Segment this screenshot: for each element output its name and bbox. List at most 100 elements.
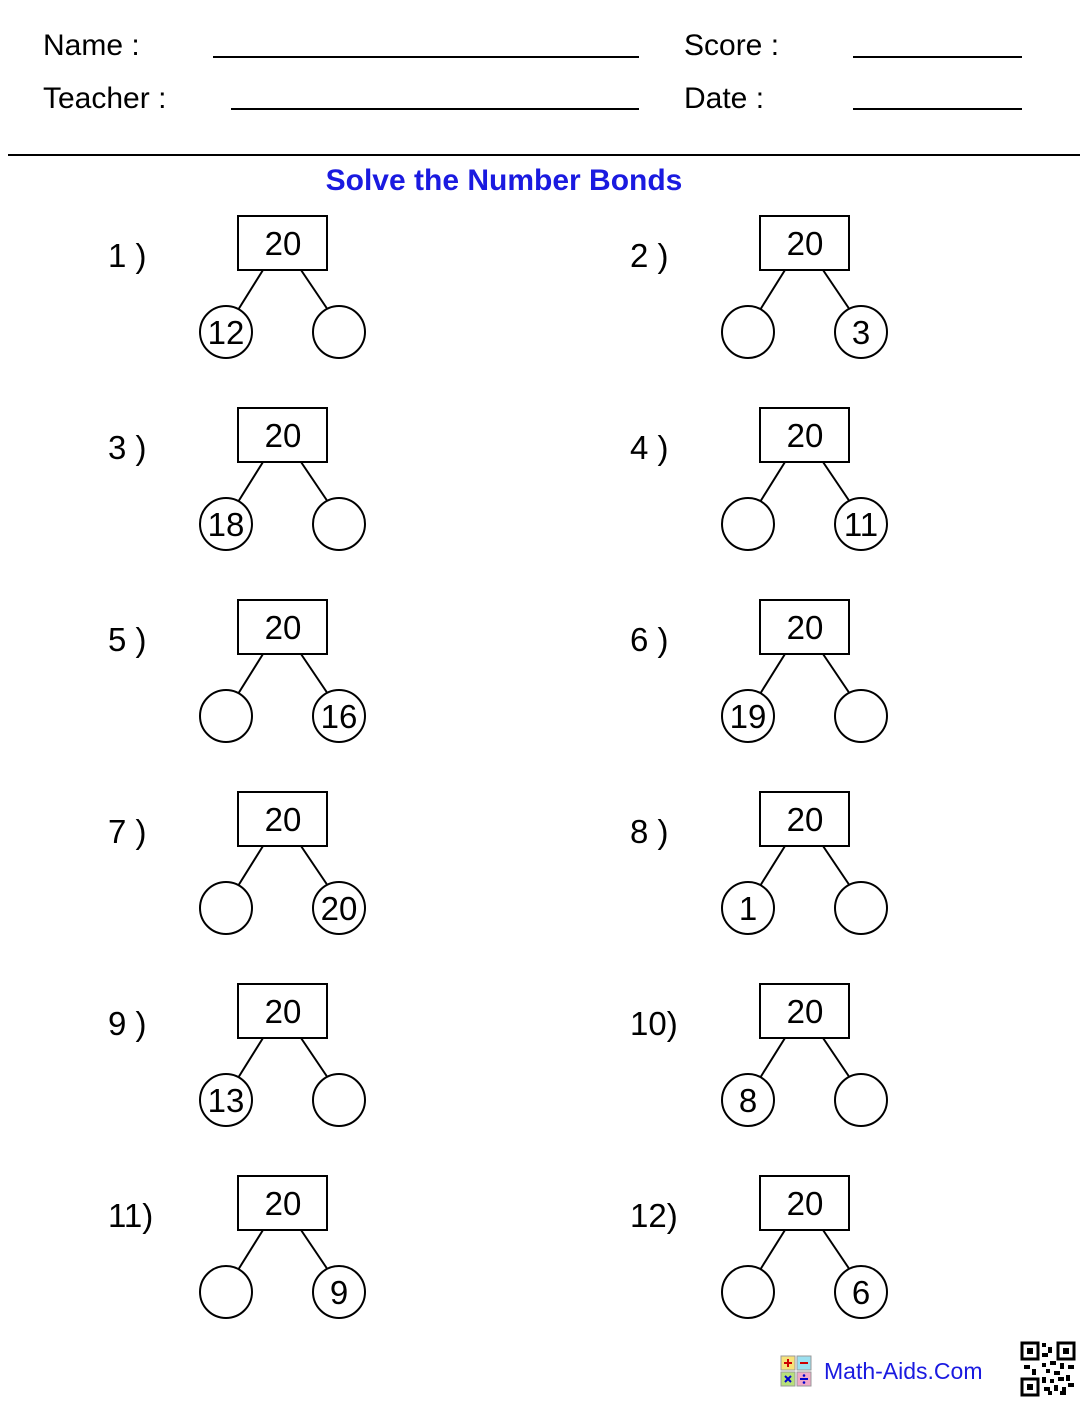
bond-connector-line	[822, 1229, 851, 1271]
answer-circle-right[interactable]	[834, 881, 888, 935]
whole-value: 20	[265, 1185, 302, 1222]
bond-connector-line	[822, 269, 851, 311]
number-bond-problem: 8 ) 20 1	[630, 790, 990, 970]
part-value-left: 13	[208, 1082, 245, 1119]
name-blank[interactable]	[213, 56, 639, 58]
answer-circle-left[interactable]	[199, 689, 253, 743]
bond-connector-line	[759, 845, 786, 887]
problem-number: 12)	[630, 1197, 678, 1234]
part-value-right: 11	[844, 506, 878, 543]
part-circle-right	[834, 497, 888, 551]
part-value-right: 9	[330, 1274, 348, 1311]
bond-connector-line	[759, 269, 786, 311]
bond-connector-line	[300, 1229, 329, 1271]
part-value-left: 19	[730, 698, 767, 735]
bond-connector-line	[300, 461, 329, 503]
problem-number: 5 )	[108, 621, 147, 658]
answer-circle-right[interactable]	[312, 305, 366, 359]
bond-connector-line	[759, 653, 786, 695]
teacher-blank[interactable]	[231, 108, 639, 110]
whole-value: 20	[787, 609, 824, 646]
whole-value: 20	[787, 801, 824, 838]
whole-box	[237, 1175, 328, 1231]
answer-circle-right[interactable]	[834, 689, 888, 743]
part-value-left: 8	[739, 1082, 757, 1119]
whole-value: 20	[265, 417, 302, 454]
number-bond-diagram: 206	[721, 1175, 888, 1319]
whole-value: 20	[787, 1185, 824, 1222]
bond-connector-line	[759, 1229, 786, 1271]
number-bond-diagram: 208	[721, 983, 888, 1127]
whole-box	[237, 983, 328, 1039]
problem-number: 8 )	[630, 813, 669, 850]
score-blank[interactable]	[853, 56, 1022, 58]
answer-circle-left[interactable]	[199, 881, 253, 935]
whole-box	[237, 791, 328, 847]
answer-circle-left[interactable]	[721, 1265, 775, 1319]
problem-number: 3 )	[108, 429, 147, 466]
bond-connector-line	[237, 1229, 264, 1271]
bond-connector-line	[300, 269, 329, 311]
problem-number: 4 )	[630, 429, 669, 466]
problem-number: 10)	[630, 1005, 678, 1042]
part-value-right: 3	[852, 314, 870, 351]
number-bond-diagram: 20 1	[721, 791, 888, 935]
part-value-left: 12	[208, 314, 245, 351]
answer-circle-left[interactable]	[721, 305, 775, 359]
name-label: Name :	[43, 29, 140, 62]
whole-box	[759, 983, 850, 1039]
footer-brand[interactable]: Math-Aids.Com	[780, 1354, 982, 1388]
answer-circle-left[interactable]	[199, 1265, 253, 1319]
whole-box	[759, 407, 850, 463]
whole-box	[759, 599, 850, 655]
part-circle-left	[721, 881, 775, 935]
number-bond-problem: 11) 20 9	[108, 1174, 468, 1354]
answer-circle-right[interactable]	[312, 1073, 366, 1127]
bond-connector-line	[300, 1037, 329, 1079]
part-circle-left	[199, 305, 253, 359]
part-value-right: 16	[321, 698, 358, 735]
bond-connector-line	[300, 845, 329, 887]
problem-number: 11)	[108, 1197, 154, 1234]
number-bond-problem: 5 ) 20 16	[108, 598, 468, 778]
brand-text: Math-Aids.Com	[824, 1357, 983, 1384]
whole-box	[237, 407, 328, 463]
bond-connector-line	[300, 653, 329, 695]
qr-code-icon	[1020, 1341, 1076, 1397]
part-value-left: 1	[739, 890, 757, 927]
number-bond-problem: 6 ) 20 19	[630, 598, 990, 778]
number-bond-problem: 9 ) 20 13	[108, 982, 468, 1162]
whole-box	[759, 215, 850, 271]
whole-box	[237, 215, 328, 271]
whole-box	[759, 791, 850, 847]
teacher-label: Teacher :	[43, 82, 167, 115]
bond-connector-line	[237, 1037, 264, 1079]
problem-number: 1 )	[108, 237, 147, 274]
whole-value: 20	[265, 993, 302, 1030]
problem-number: 9 )	[108, 1005, 147, 1042]
answer-circle-left[interactable]	[721, 497, 775, 551]
answer-circle-right[interactable]	[834, 1073, 888, 1127]
part-circle-right	[312, 881, 366, 935]
part-circle-left	[199, 1073, 253, 1127]
part-circle-right	[834, 1265, 888, 1319]
answer-circle-right[interactable]	[312, 497, 366, 551]
whole-box	[759, 1175, 850, 1231]
part-value-left: 18	[208, 506, 245, 543]
date-blank[interactable]	[853, 108, 1022, 110]
bond-connector-line	[237, 461, 264, 503]
whole-value: 20	[787, 417, 824, 454]
problem-number: 6 )	[630, 621, 669, 658]
whole-value: 20	[265, 801, 302, 838]
part-circle-left	[199, 497, 253, 551]
number-bond-diagram: 20 9	[199, 1175, 366, 1319]
whole-value: 20	[265, 609, 302, 646]
part-value-right: 20	[321, 890, 358, 927]
